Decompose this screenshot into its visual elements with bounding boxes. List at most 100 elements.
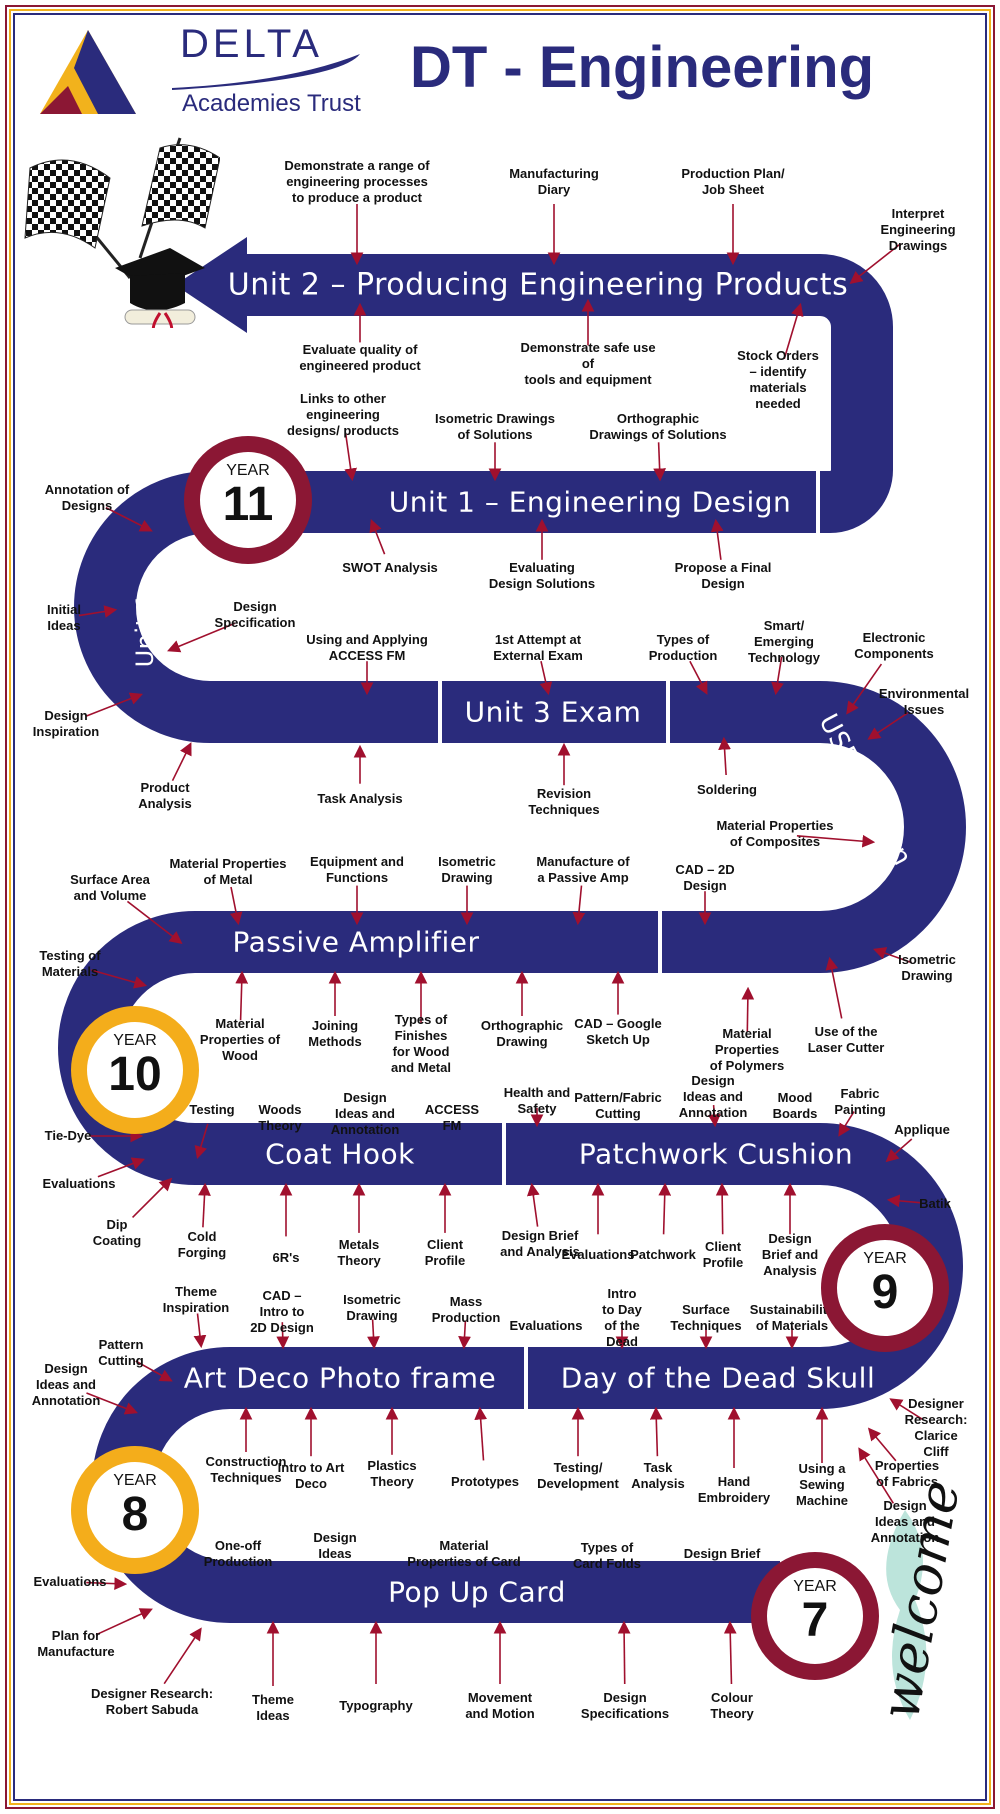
topic-label: Mood Boards — [772, 1090, 818, 1121]
topic-label: Isometric Drawing — [343, 1292, 401, 1323]
topic-arrow — [95, 1608, 153, 1636]
topic-label: Use of the Laser Cutter — [807, 1024, 885, 1055]
topic-arrow — [617, 1620, 631, 1685]
topic-label: Evaluate quality of engineered product — [299, 342, 421, 373]
topic-arrow — [367, 1319, 380, 1350]
topic-arrow — [105, 506, 153, 532]
topic-label: Material Properties of Composites — [716, 818, 834, 849]
topic-label: Evaluations — [561, 1247, 635, 1262]
topic-arrow — [572, 885, 586, 926]
topic-arrow — [193, 1313, 207, 1349]
topic-arrow — [741, 986, 755, 1033]
topic-label: Design Ideas and Annotation — [330, 1090, 400, 1137]
topic-arrow — [653, 442, 667, 482]
topic-label: Using and Applying ACCESS FM — [306, 632, 428, 663]
topic-arrow — [235, 970, 249, 1021]
topic-label: Orthographic Drawings of Solutions — [589, 411, 727, 442]
topic-label: Isometric Drawings of Solutions — [435, 411, 555, 442]
page-border-stripe — [13, 13, 987, 1801]
topic-label: Design Ideas — [313, 1530, 357, 1561]
topic-arrow — [131, 1177, 173, 1219]
topic-arrow — [872, 947, 912, 964]
year-word: YEAR — [113, 1032, 157, 1049]
topic-arrow — [458, 1320, 471, 1350]
topic-label: 6R's — [272, 1250, 300, 1265]
topic-arrow — [344, 433, 357, 482]
topic-label: Surface Techniques — [670, 1302, 742, 1333]
topic-label: Electronic Components — [854, 630, 934, 661]
topic-arrow — [849, 242, 902, 284]
topic-label: Material Properties of Metal — [169, 856, 287, 887]
topic-label: Demonstrate a range of engineering proce… — [284, 158, 430, 205]
road-label-unit1-design: Unit 1 – Engineering Design — [388, 485, 792, 519]
topic-label: Types of Production — [648, 632, 718, 663]
topic-label: ACCESS FM — [424, 1102, 480, 1133]
topic-label: Manufacture of a Passive Amp — [536, 854, 630, 885]
year-number: 10 — [108, 1048, 162, 1101]
topic-label: Design Specification — [214, 599, 296, 630]
topic-label: Surface Area and Volume — [70, 872, 150, 903]
topic-arrow — [723, 1620, 737, 1685]
topic-label: Theme Inspiration — [162, 1284, 230, 1315]
topic-label: Pattern Cutting — [98, 1337, 144, 1368]
road-label-patchwork: Patchwork Cushion — [578, 1137, 854, 1171]
topic-arrow — [135, 1360, 173, 1382]
topic-label: Evaluations — [33, 1574, 107, 1589]
road-label-coathook: Coat Hook — [265, 1137, 415, 1171]
topic-label: Client Profile — [424, 1237, 466, 1268]
topic-label: Plastics Theory — [367, 1458, 417, 1489]
topic-label: Prototypes — [451, 1474, 519, 1489]
topic-label: Soldering — [697, 782, 757, 797]
topic-label: Design Brief — [683, 1546, 761, 1561]
topic-label: Woods Theory — [258, 1102, 302, 1133]
topic-label: Typography — [339, 1698, 413, 1713]
topic-label: Fabric Painting — [834, 1086, 886, 1117]
topic-label: Orthographic Drawing — [480, 1018, 564, 1049]
topic-label: Design Ideas and Annotation — [870, 1498, 940, 1545]
road-label-dayofdead: Day of the Dead Skull — [560, 1361, 876, 1395]
topic-label: Task Analysis — [631, 1460, 685, 1491]
topic-arrow — [198, 1182, 211, 1228]
page-border-stripe — [9, 9, 991, 1805]
topic-label: Propose a Final Design — [674, 560, 772, 591]
topic-label: Demonstrate safe use of tools and equipm… — [520, 340, 656, 387]
topic-label: Properties of Fabrics — [874, 1458, 940, 1489]
topic-arrow — [229, 886, 243, 926]
topic-label: Design Brief and Analysis — [761, 1231, 819, 1278]
topic-label: Applique — [894, 1122, 950, 1137]
topic-label: Plan for Manufacture — [37, 1628, 115, 1659]
topic-label: Design Inspiration — [32, 708, 100, 739]
topic-arrow — [526, 1182, 540, 1227]
topic-label: One-off Production — [203, 1538, 273, 1569]
topic-label: Mass Production — [431, 1294, 501, 1325]
topic-arrow — [97, 1157, 145, 1178]
logo-name: DELTA — [180, 22, 323, 66]
delta-logo-icon — [40, 30, 136, 114]
topic-arrow — [167, 622, 235, 653]
logo-subtitle: Academies Trust — [182, 90, 361, 117]
topic-arrow — [867, 712, 909, 740]
topic-label: Health and Safety — [503, 1085, 571, 1116]
topic-label: Intro to Day of the Dead — [602, 1286, 642, 1349]
topic-arrow — [539, 661, 553, 696]
topic-label: Cold Forging — [177, 1229, 227, 1260]
topic-label: Theme Ideas — [252, 1692, 294, 1723]
topic-label: CAD – 2D Design — [675, 862, 735, 893]
logo-swoosh — [172, 54, 360, 90]
road-label-passive: Passive Amplifier — [232, 925, 480, 959]
topic-label: Product Analysis — [138, 780, 192, 811]
road-label-unit2: Unit 2 – Producing Engineering Products — [227, 267, 849, 303]
topic-label: Testing — [189, 1102, 235, 1117]
topic-arrow — [867, 1427, 897, 1462]
topic-label: Stock Orders – identify materials needed — [737, 348, 819, 411]
topic-arrow — [163, 1627, 202, 1685]
topic-label: SWOT Analysis — [342, 560, 438, 575]
topic-arrow — [783, 302, 804, 360]
topic-label: Evaluations — [509, 1318, 583, 1333]
topic-arrow — [86, 1577, 128, 1591]
topic-label: Intro to Art Deco — [277, 1460, 345, 1491]
topic-label: Testing/ Development — [537, 1460, 619, 1491]
